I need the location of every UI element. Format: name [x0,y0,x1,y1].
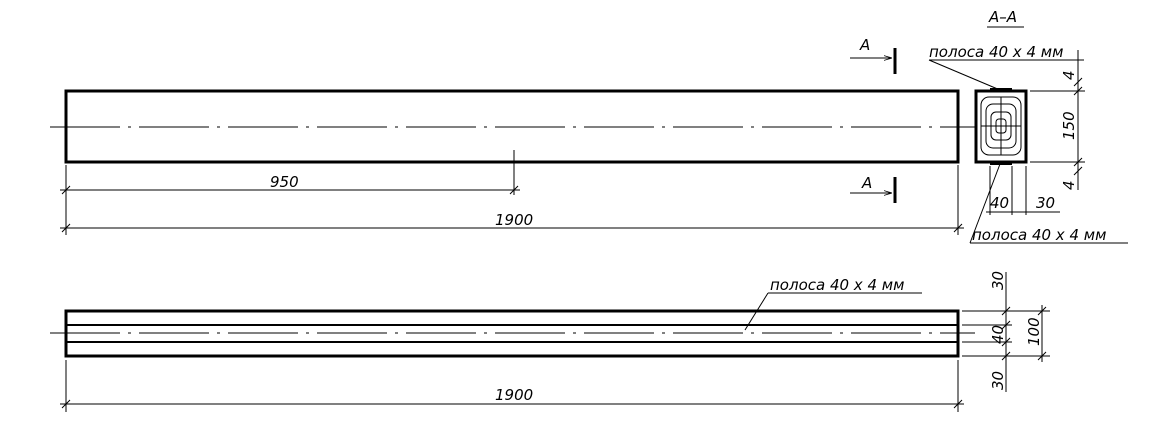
dim-950-tick-right [509,185,519,195]
strip-bottom-label: полоса 40 х 4 мм [972,226,1106,244]
wood-grain-rings [980,96,1022,156]
front-view: 950 1900 [50,89,975,235]
section-title: А–А [988,8,1017,26]
top-dim-1900-text: 1900 [495,386,533,404]
strip-bottom-leader [969,163,1001,244]
section-marker-bottom-label: А [861,174,872,192]
dim-1900-tick-left [61,223,71,233]
dim-950-tick-left [61,185,71,195]
dim-height-text: 150 [1060,111,1078,140]
strip-top-label: полоса 40 х 4 мм [929,43,1063,61]
section-view: А–А полоса 40 х 4 мм 4 150 4 [928,8,1128,244]
top-view: полоса 40 х 4 мм 1900 30 40 30 100 [50,271,1050,412]
top-dim-strip: 40 [989,325,1007,344]
dim-1900-tick-right [953,223,963,233]
dim-950-text: 950 [270,173,299,191]
top-dim-edge-bottom: 30 [989,371,1007,390]
top-strip-label: полоса 40 х 4 мм [770,276,904,294]
section-marker-bottom: А [850,174,897,203]
strip-top [990,88,1012,92]
top-strip-leader [744,292,769,331]
top-dim-total: 100 [1025,317,1043,346]
dim-1900-text: 1900 [495,211,533,229]
section-marker-top: А [850,36,897,74]
dim-bottom-text: 4 [1060,180,1078,190]
strip-bottom [990,161,1012,165]
section-marker-top-label: А [859,36,870,54]
dim-top-text: 4 [1060,70,1078,80]
dim-strip-text: 40 [990,194,1009,212]
strip-top-leader [928,59,1001,91]
dim-offset-text: 30 [1036,194,1055,212]
top-dim-edge-top: 30 [989,271,1007,290]
